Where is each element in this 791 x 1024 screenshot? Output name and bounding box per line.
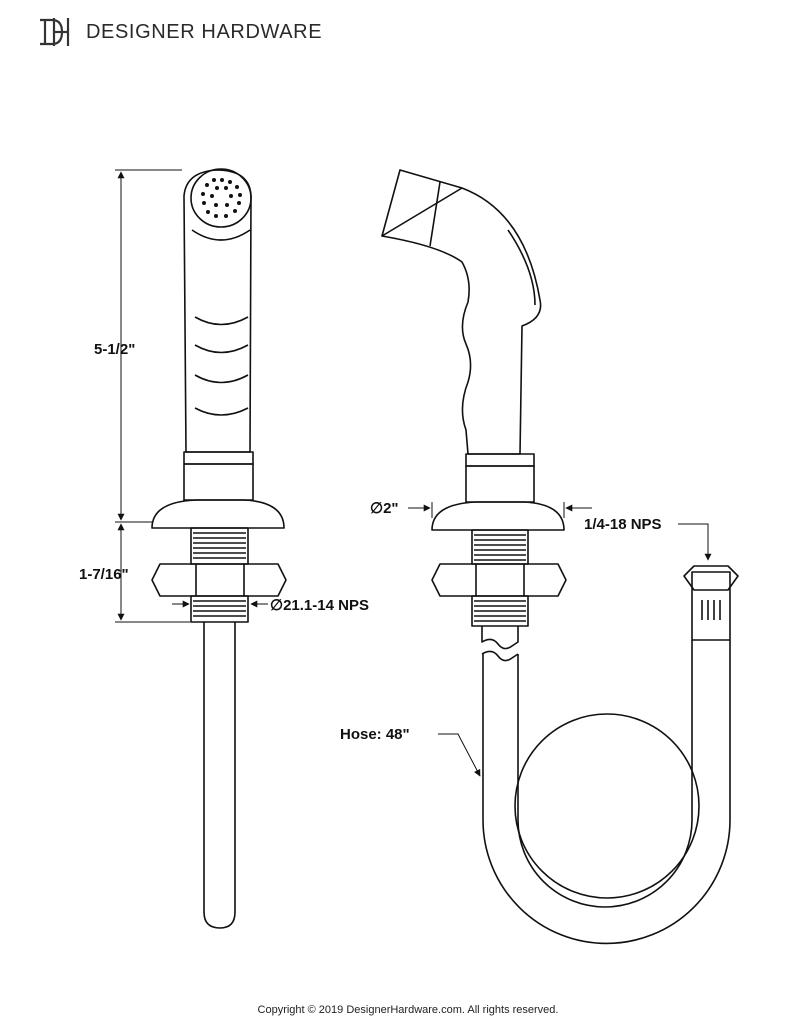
hose-end-fitting	[683, 565, 739, 641]
copyright-footer: Copyright © 2019 DesignerHardware.com. A…	[257, 1004, 559, 1016]
front-view-hose-tube	[203, 622, 236, 929]
dimension-shank-length: 1-7/16"	[79, 566, 129, 583]
dimension-flange-diameter: ∅2"	[370, 500, 399, 517]
side-view-hose-coil	[481, 626, 731, 945]
spray-nozzle-holes	[201, 178, 242, 218]
brand-name: DESIGNER HARDWARE	[86, 20, 323, 43]
dimension-thread-size: ∅21.1-14 NPS	[270, 597, 369, 614]
dimension-lines	[115, 169, 712, 777]
side-view-flange	[431, 501, 565, 531]
designer-hardware-logo	[40, 18, 70, 46]
side-view-spray-head	[381, 169, 542, 503]
front-view-threaded-shank	[190, 527, 249, 623]
front-view-mounting-nut	[151, 563, 287, 597]
brand-header: DESIGNER HARDWARE	[36, 14, 322, 50]
technical-drawing	[115, 168, 739, 945]
side-view-mounting-nut	[431, 563, 567, 597]
side-view-threaded-shank	[471, 529, 529, 627]
front-view-spray-head	[183, 168, 254, 501]
dimension-spray-height: 5-1/2"	[94, 341, 136, 358]
front-view-flange	[151, 499, 285, 529]
dimension-hose-length: Hose: 48"	[340, 726, 410, 743]
dimension-hose-connection: 1/4-18 NPS	[584, 516, 662, 533]
